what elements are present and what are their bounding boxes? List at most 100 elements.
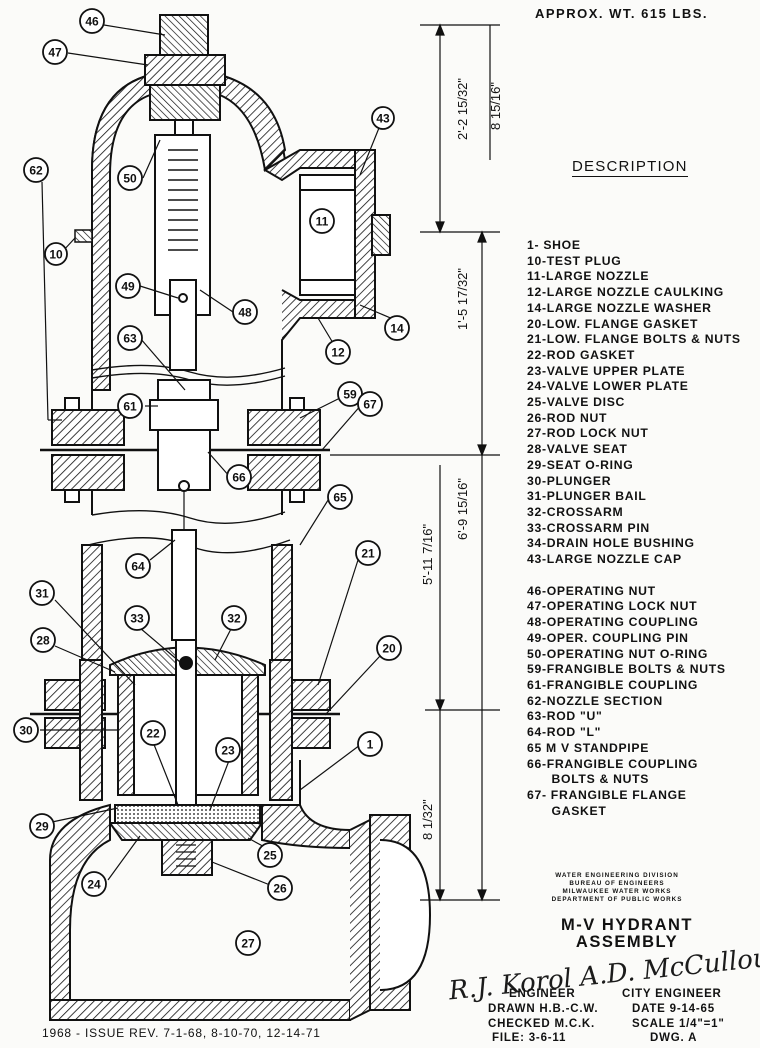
callout-29: 29 bbox=[29, 813, 55, 839]
date: DATE 9-14-65 bbox=[632, 1003, 715, 1015]
part-item: 24-VALVE LOWER PLATE bbox=[527, 379, 689, 394]
description-heading: DESCRIPTION bbox=[572, 158, 688, 177]
standpipe bbox=[81, 529, 293, 666]
part-item: 32-CROSSARM bbox=[527, 504, 624, 519]
part-item: 1- SHOE bbox=[527, 238, 581, 252]
city-engineer-label: CITY ENGINEER bbox=[622, 988, 722, 1000]
division-line: WATER ENGINEERING DIVISION bbox=[555, 872, 679, 879]
callout-27: 27 bbox=[235, 930, 261, 956]
callout-number: 47 bbox=[48, 45, 62, 59]
callout-12: 12 bbox=[325, 339, 351, 365]
division-block: WATER ENGINEERING DIVISION BUREAU OF ENG… bbox=[512, 872, 722, 904]
callout-circle bbox=[30, 627, 56, 653]
callout-number: 30 bbox=[19, 723, 33, 737]
part-item: 27-ROD LOCK NUT bbox=[527, 426, 649, 441]
callout-48: 48 bbox=[232, 299, 258, 325]
callout-circle bbox=[371, 106, 395, 130]
callout-63: 63 bbox=[117, 325, 143, 351]
callout-number: 50 bbox=[123, 171, 137, 185]
callout-61: 61 bbox=[117, 393, 143, 419]
part-item: 33-CROSSARM PIN bbox=[527, 520, 650, 535]
part-item: 28-VALVE SEAT bbox=[527, 442, 628, 457]
callout-circle bbox=[125, 553, 151, 579]
part-item: 30-PLUNGER bbox=[527, 473, 612, 488]
callout-33: 33 bbox=[124, 605, 150, 631]
part-item: 23-VALVE UPPER PLATE bbox=[527, 363, 686, 378]
callout-circle bbox=[376, 635, 402, 661]
callout-32: 32 bbox=[221, 605, 247, 631]
operating-nut-assembly bbox=[144, 14, 226, 371]
part-item: 22-ROD GASKET bbox=[527, 347, 635, 362]
part-item: 34-DRAIN HOLE BUSHING bbox=[527, 536, 695, 551]
callout-43: 43 bbox=[371, 106, 395, 130]
callout-circle bbox=[29, 813, 55, 839]
callout-circle bbox=[309, 208, 335, 234]
part-item: 20-LOW. FLANGE GASKET bbox=[527, 316, 699, 331]
callout-circle bbox=[226, 464, 252, 490]
callout-circle bbox=[117, 325, 143, 351]
callout-circle bbox=[357, 391, 383, 417]
part-item: BOLTS & NUTS bbox=[527, 772, 650, 787]
callout-number: 65 bbox=[333, 490, 347, 504]
part-item: 65 M V STANDPIPE bbox=[527, 740, 650, 755]
dim-middle: 1'-5 17/32" bbox=[455, 268, 470, 330]
callout-1: 1 bbox=[357, 731, 383, 757]
large-nozzle-and-cap bbox=[299, 149, 391, 319]
part-item: GASKET bbox=[527, 803, 607, 818]
callout-circle bbox=[325, 339, 351, 365]
callout-circle bbox=[44, 242, 68, 266]
dwg-number: DWG. A bbox=[650, 1032, 698, 1044]
callout-circle bbox=[117, 165, 143, 191]
callout-circle bbox=[384, 315, 410, 341]
callout-10: 10 bbox=[44, 242, 68, 266]
engineer-label: ENGINEER bbox=[509, 988, 576, 1000]
part-item: 66-FRANGIBLE COUPLING bbox=[527, 756, 699, 771]
dim-bottom: 8 1/32" bbox=[420, 799, 435, 840]
callout-62: 62 bbox=[23, 157, 49, 183]
checked-by: CHECKED M.C.K. bbox=[488, 1018, 596, 1030]
callout-circle bbox=[355, 540, 381, 566]
part-item: 61-FRANGIBLE COUPLING bbox=[527, 677, 699, 692]
callout-number: 62 bbox=[29, 163, 43, 177]
callout-circle bbox=[357, 731, 383, 757]
part-item: 67- FRANGIBLE FLANGE bbox=[527, 787, 687, 802]
callout-66: 66 bbox=[226, 464, 252, 490]
part-item: 26-ROD NUT bbox=[527, 410, 608, 425]
callout-number: 31 bbox=[35, 586, 49, 600]
callout-number: 64 bbox=[131, 559, 145, 573]
callout-number: 26 bbox=[273, 881, 287, 895]
callout-circle bbox=[215, 737, 241, 763]
callout-49: 49 bbox=[115, 273, 141, 299]
frangible-flange bbox=[40, 379, 330, 545]
part-item: 64-ROD "L" bbox=[527, 725, 602, 740]
callout-circle bbox=[232, 299, 258, 325]
callout-number: 49 bbox=[121, 279, 135, 293]
part-item: 62-NOZZLE SECTION bbox=[527, 693, 663, 708]
callout-47: 47 bbox=[42, 39, 68, 65]
leader-lines bbox=[40, 24, 401, 886]
callout-circle bbox=[117, 393, 143, 419]
assembly-title: M-V HYDRANT ASSEMBLY bbox=[522, 917, 732, 951]
callout-24: 24 bbox=[81, 871, 107, 897]
callout-31: 31 bbox=[29, 580, 55, 606]
part-item: 10-TEST PLUG bbox=[527, 253, 622, 268]
callout-67: 67 bbox=[357, 391, 383, 417]
part-item: 25-VALVE DISC bbox=[527, 395, 626, 410]
callout-number: 20 bbox=[382, 641, 396, 655]
dim-top-right: 8 15/16" bbox=[488, 82, 503, 130]
callout-59: 59 bbox=[337, 381, 363, 407]
callout-number: 66 bbox=[232, 470, 246, 484]
callout-21: 21 bbox=[355, 540, 381, 566]
callout-number: 22 bbox=[146, 726, 160, 740]
callout-number: 59 bbox=[343, 387, 357, 401]
callout-number: 32 bbox=[227, 611, 241, 625]
callout-circle bbox=[140, 720, 166, 746]
callout-number: 1 bbox=[367, 737, 374, 751]
callout-circle bbox=[327, 484, 353, 510]
callout-20: 20 bbox=[376, 635, 402, 661]
part-item: 63-ROD "U" bbox=[527, 709, 603, 724]
part-item: 49-OPER. COUPLING PIN bbox=[527, 630, 689, 645]
part-item: 11-LARGE NOZZLE bbox=[527, 269, 650, 284]
